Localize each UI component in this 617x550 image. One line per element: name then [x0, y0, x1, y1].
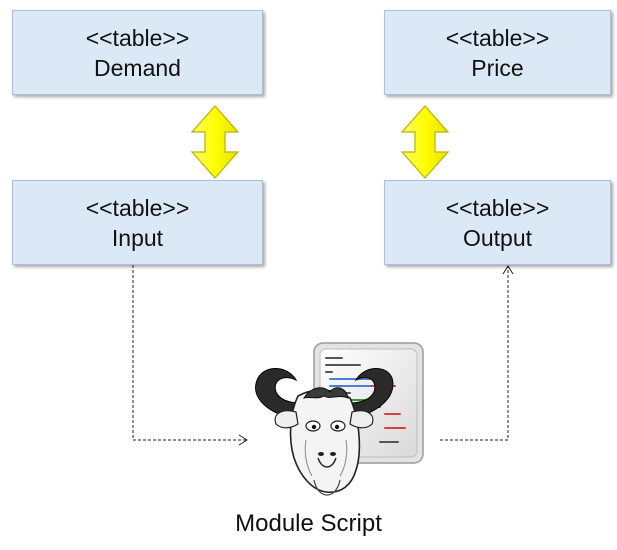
- output-name: Output: [462, 224, 533, 251]
- output-stereotype: <<table>>: [445, 194, 550, 221]
- demand-name: Demand: [94, 54, 181, 81]
- input-to-script-arrowhead: [238, 434, 248, 446]
- input-to-script-connector: [132, 265, 247, 441]
- demand-table-box: <<table>> Demand: [12, 10, 263, 95]
- price-stereotype: <<table>>: [445, 24, 550, 51]
- demand-stereotype: <<table>>: [85, 24, 190, 51]
- input-stereotype: <<table>>: [85, 194, 190, 221]
- module-script-label: Module Script: [235, 510, 382, 537]
- price-table-box: <<table>> Price: [384, 10, 611, 95]
- input-name: Input: [111, 224, 164, 251]
- price-name: Price: [471, 54, 524, 81]
- script-to-output-arrowhead: [502, 265, 514, 275]
- output-table-box: <<table>> Output: [384, 180, 611, 265]
- double-arrow-price-output: [400, 105, 450, 179]
- input-table-box: <<table>> Input: [12, 180, 263, 265]
- double-arrow-demand-input: [190, 105, 240, 179]
- gnu-gcc-icon: [255, 342, 424, 496]
- script-to-output-connector: [440, 266, 509, 441]
